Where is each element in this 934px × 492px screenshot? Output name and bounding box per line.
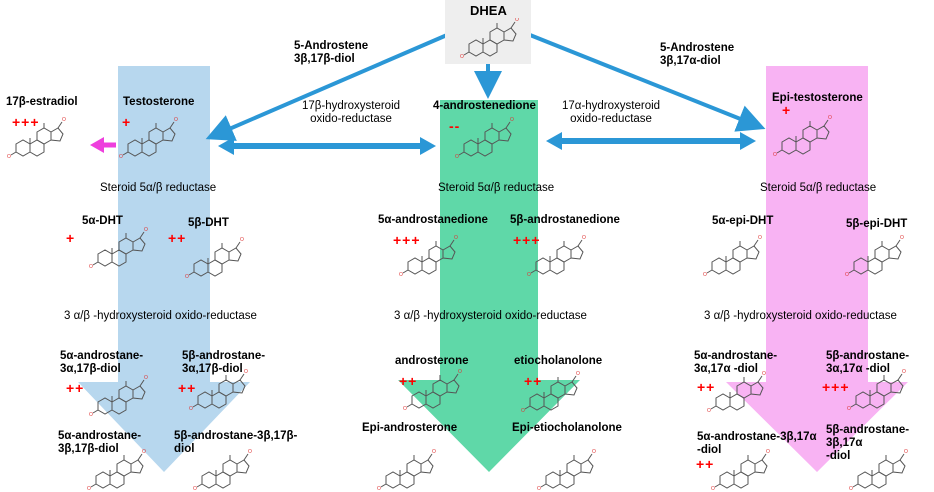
double-arrow-17b (218, 137, 436, 155)
5b-dht-label: 5β-DHT (188, 217, 229, 229)
enzyme-3ab-hsd-left: 3 α/β -hydroxysteroid oxido-reductase (64, 310, 257, 322)
epitestosterone-label: Epi-testosterone (772, 92, 863, 104)
5a-androstane-3a17a-diol-level: ++ (697, 379, 716, 395)
5a-androstane-3b17a-diol-label: 5α-androstane-3β,17α -diol (697, 431, 817, 457)
androstenedione-level: -- (449, 118, 461, 134)
enzyme-17a-hsd: 17α-hydroxysteroid oxido-reductase (562, 100, 661, 126)
5b-androstane-3a17a-diol-level: +++ (822, 379, 850, 395)
5a-androstane-3a17b-diol-level: ++ (66, 380, 85, 396)
epiandrosterone-structure (376, 448, 437, 492)
5b-androstane-3b17b-diol-label: 5β-androstane-3β,17β- diol (174, 430, 298, 456)
5b-dht-level: ++ (168, 230, 187, 246)
5b-androstane-3a17b-diol-level: ++ (178, 380, 197, 396)
5a-dht-level: + (66, 230, 76, 246)
5a-androstane-3a17a-diol-label: 5α-androstane- 3α,17α -diol (694, 350, 778, 376)
enzyme-3ab-hsd-right: 3 α/β -hydroxysteroid oxido-reductase (704, 310, 897, 322)
epiandrosterone-label: Epi-androsterone (362, 422, 458, 434)
right-column-arrow (726, 66, 908, 472)
5a-epi-dht-label: 5α-epi-DHT (712, 215, 774, 227)
5a-androstanedione-label: 5α-androstanedione (378, 214, 488, 226)
center-column-arrow (398, 100, 580, 472)
5b-androstanedione-level: +++ (513, 232, 541, 248)
5a-androstanedione-level: +++ (393, 232, 421, 248)
dhea-structure-overlay (459, 18, 519, 61)
etiocholanolone-label: etiocholanolone (514, 355, 603, 367)
androsterone-level: ++ (399, 373, 418, 389)
dhea-label: DHEA (470, 3, 507, 18)
5b-androstanedione-label: 5β-androstanedione (510, 214, 620, 226)
5a-epi-dht-structure (702, 234, 763, 279)
arrow-dhea-to-testosterone (205, 33, 448, 141)
5b-androstane-3b17a-diol-label: 5β-androstane-3β,17α -diol (826, 424, 910, 463)
5a-dht-label: 5α-DHT (82, 215, 123, 227)
testosterone-level: + (122, 114, 132, 130)
double-arrow-17a (546, 132, 756, 150)
5a-androstane-3b17a-diol-level: ++ (696, 456, 715, 472)
enzyme-17b-hsd: 17β-hydroxysteroid oxido-reductase (302, 100, 401, 126)
enzyme-5ab-reductase-center: Steroid 5α/β reductase (438, 182, 555, 194)
arrow-to-estradiol (90, 137, 116, 153)
estradiol-label: 17β-estradiol (6, 96, 78, 108)
enzyme-5ab-reductase-left: Steroid 5α/β reductase (100, 182, 217, 194)
androstenedione-label: 4-androstenedione (433, 100, 536, 112)
estradiol-level: +++ (12, 114, 40, 130)
testosterone-label: Testosterone (123, 96, 195, 108)
left-column-arrow (78, 66, 250, 472)
top-path-left-label: 5-Androstene 3β,17β-diol (294, 40, 369, 66)
5a-androstane-3a17b-diol-label: 5α-androstane- 3α,17β-diol (60, 350, 144, 376)
5b-androstane-3a17a-diol-label: 5β-androstane- 3α,17α -diol (826, 350, 910, 376)
arrow-dhea-to-epitestosterone (529, 33, 766, 132)
5a-androstane-3b17b-diol-label: 5α-androstane- 3β,17β-diol (58, 430, 142, 456)
enzyme-5ab-reductase-right: Steroid 5α/β reductase (760, 182, 877, 194)
5b-epi-dht-label: 5β-epi-DHT (846, 218, 908, 230)
enzyme-3ab-hsd-center: 3 α/β -hydroxysteroid oxido-reductase (394, 310, 587, 322)
epietiocholanolone-label: Epi-etiocholanolone (512, 422, 622, 434)
etiocholanolone-level: ++ (524, 373, 543, 389)
5b-androstane-3a17b-diol-label: 5β-androstane- 3α,17β-diol (182, 350, 266, 376)
epitestosterone-level: + (782, 102, 792, 118)
epietiocholanolone-structure (536, 448, 597, 492)
top-path-right-label: 5-Androstene 3β,17α-diol (660, 42, 735, 68)
dhea-box (445, 0, 531, 64)
androsterone-label: androsterone (395, 355, 469, 367)
